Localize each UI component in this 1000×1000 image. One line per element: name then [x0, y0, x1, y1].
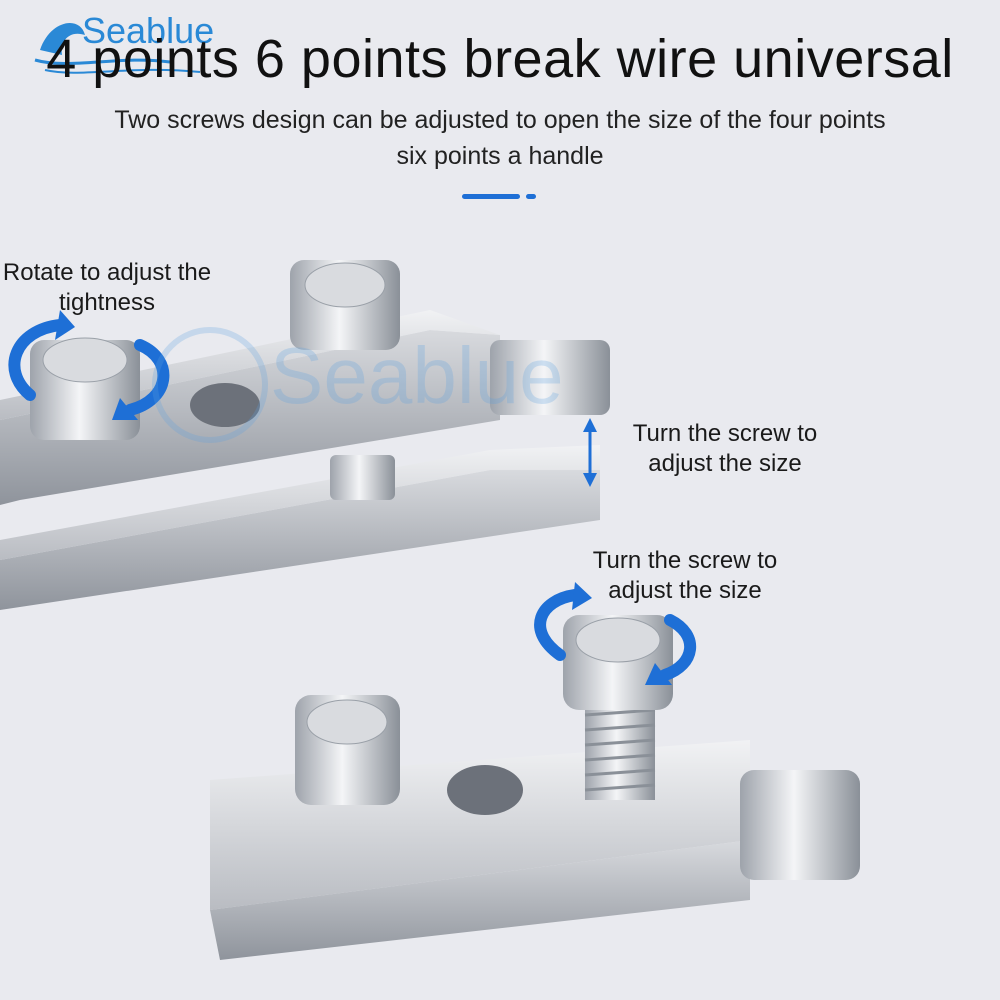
arrow-head-icon	[112, 398, 138, 420]
rotate-arrow-icon	[534, 589, 696, 681]
annotation-rotate: Rotate to adjust the tightness	[2, 259, 212, 316]
double-arrow-icon	[583, 418, 597, 487]
tool-lower-arm	[0, 470, 600, 610]
tool-splined-end	[490, 340, 610, 415]
title-divider-dot	[526, 194, 536, 199]
annotation-turn-upper: Turn the screw to adjust the size	[632, 420, 818, 477]
annotation-turn-lower: Turn the screw to adjust the size	[592, 547, 778, 604]
watermark-logo-icon	[152, 327, 268, 443]
upper-tool	[0, 260, 610, 610]
tool-lower-arm-top	[0, 445, 600, 560]
page-subtitle: Two screws design can be adjusted to ope…	[114, 106, 886, 170]
arrow-head-icon	[572, 582, 592, 610]
arrow-head-icon	[645, 663, 672, 685]
tool-hole	[447, 765, 523, 815]
tool-threaded-shaft	[585, 700, 655, 800]
hex-socket-icon	[306, 699, 388, 745]
page-title: 4 points 6 points break wire universal	[46, 29, 954, 89]
tool-screw	[330, 455, 395, 500]
arrow-head-icon	[55, 310, 75, 340]
brand-watermark: Seablue	[270, 331, 564, 420]
lower-tool	[210, 615, 860, 960]
tool-splined-end	[740, 770, 860, 880]
hex-socket-icon	[304, 262, 386, 308]
thread-lines	[584, 708, 656, 792]
rotate-arrow-icon	[8, 319, 170, 416]
hex-socket-icon	[575, 617, 661, 663]
title-divider	[462, 194, 520, 199]
brand-logo: Seablue	[82, 10, 215, 51]
hex-socket-icon	[42, 337, 128, 383]
tool-hole	[190, 383, 260, 427]
tool-block-side	[210, 840, 750, 960]
wave-logo-icon	[34, 22, 201, 74]
